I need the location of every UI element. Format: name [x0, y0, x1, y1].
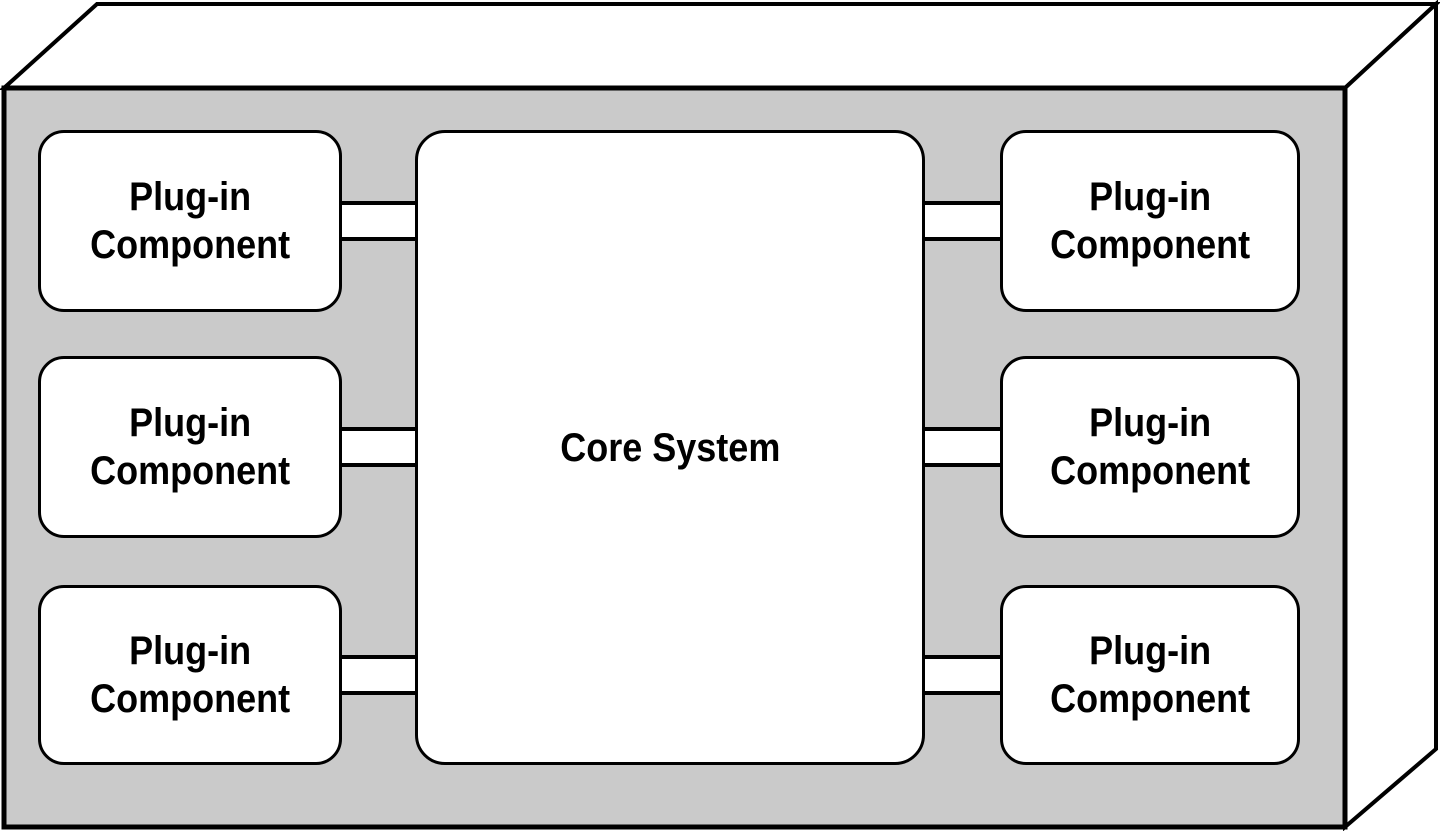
core-system-box: Core System — [415, 130, 925, 765]
slab-top-face — [0, 1, 1440, 90]
plugin-label: Plug-in Component — [1050, 629, 1250, 721]
plugin-box-left-middle: Plug-in Component — [38, 356, 342, 538]
plugin-label: Plug-in Component — [90, 401, 290, 493]
connector-left-middle — [332, 427, 428, 467]
plugin-label: Plug-in Component — [1050, 401, 1250, 493]
connector-left-bottom — [332, 655, 428, 695]
connector-right-middle — [912, 427, 1008, 467]
connector-right-top — [912, 201, 1008, 241]
plugin-box-left-bottom: Plug-in Component — [38, 585, 342, 765]
core-system-label: Core System — [559, 425, 781, 470]
plugin-label: Plug-in Component — [90, 175, 290, 267]
plugin-label: Plug-in Component — [90, 629, 290, 721]
connector-left-top — [332, 201, 428, 241]
connector-right-bottom — [912, 655, 1008, 695]
slab-right-face — [1343, 0, 1438, 831]
plugin-box-left-top: Plug-in Component — [38, 130, 342, 312]
plugin-label: Plug-in Component — [1050, 175, 1250, 267]
plugin-box-right-top: Plug-in Component — [1000, 130, 1300, 312]
plugin-box-right-middle: Plug-in Component — [1000, 356, 1300, 538]
plugin-box-right-bottom: Plug-in Component — [1000, 585, 1300, 765]
